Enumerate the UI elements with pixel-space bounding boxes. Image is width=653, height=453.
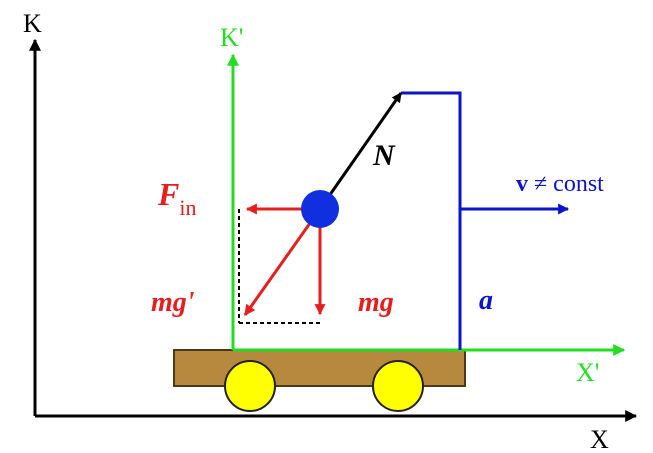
velocity-label: v ≠ const — [516, 171, 604, 197]
mg-prime-label: mg' — [151, 287, 195, 318]
mg-label: mg — [358, 287, 394, 318]
tension-arrow-n — [318, 92, 403, 210]
cart-wheel-icon-left — [224, 360, 276, 412]
n-force-label: N — [372, 139, 396, 172]
stand-frame — [401, 91, 462, 350]
blue-ball-icon — [301, 190, 339, 228]
inertial-force-label: Fin — [157, 176, 196, 220]
acceleration-label: a — [479, 285, 493, 316]
x-prime-axis-label: X' — [576, 358, 599, 387]
k-prime-axis-label: K' — [220, 23, 243, 52]
cart-wheel-icon-right — [372, 360, 424, 412]
effective-gravity-arrow-mg-prime — [243, 208, 322, 316]
k-axis-label: K — [23, 9, 42, 38]
x-axis-label: X — [590, 425, 609, 453]
